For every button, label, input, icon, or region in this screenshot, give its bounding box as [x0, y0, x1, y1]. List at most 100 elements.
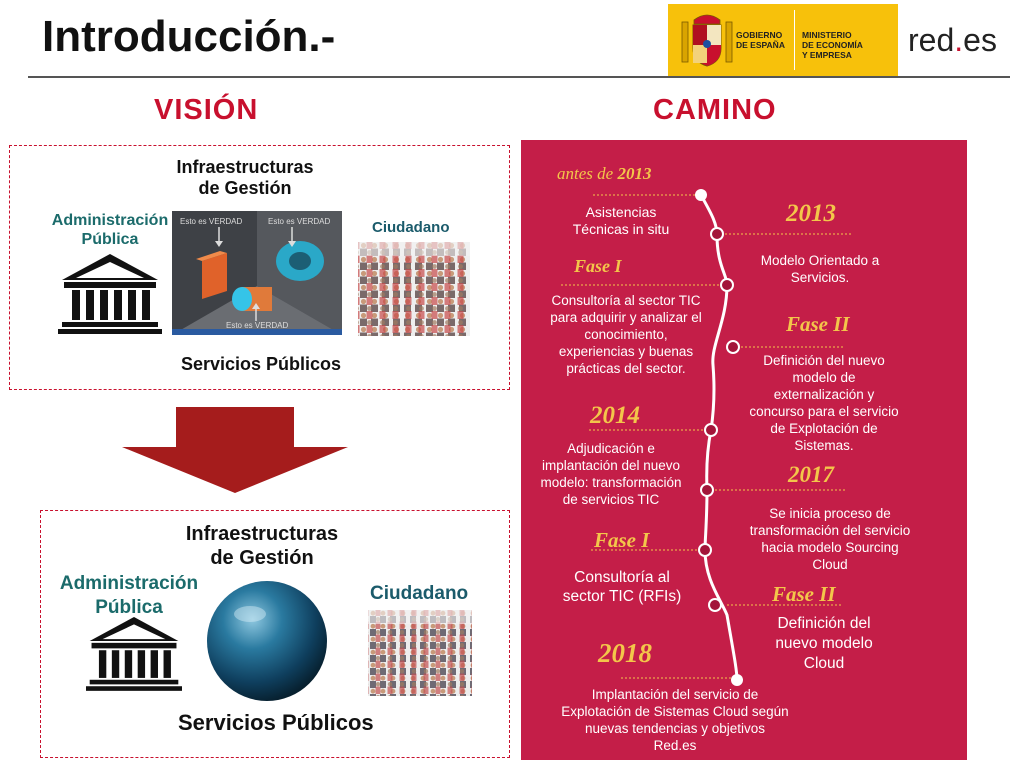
government-building-icon	[86, 617, 182, 691]
camino-timeline-panel	[521, 140, 967, 760]
timeline-label-2014: 2014	[590, 402, 640, 429]
timeline-label-fase2-b: Fase II	[772, 582, 836, 606]
timeline-line: Definición del nuevo	[763, 353, 885, 368]
timeline-line: Adjudicación e	[567, 441, 655, 456]
verdad-label-3: Esto es VERDAD	[226, 321, 289, 330]
cloud-sphere-image	[207, 581, 327, 701]
timeline-line: transformación del servicio	[749, 523, 911, 538]
timeline-line: Consultoría al	[574, 569, 670, 586]
slide-title: Introducción.-	[42, 12, 336, 61]
timeline-item-2017: Se inicia proceso de transformación del …	[730, 505, 930, 573]
redes-suffix: es	[963, 22, 997, 58]
timeline-line: Asistencias	[585, 204, 657, 220]
timeline-line: concurso para el servicio	[749, 404, 899, 419]
infra-line-2: de Gestión	[198, 178, 292, 198]
ministerio-line-3: Y EMPRESA	[802, 50, 852, 60]
infra-line-1: Infraestructuras	[176, 157, 314, 177]
timeline-item-2013: Modelo Orientado a Servicios.	[730, 252, 910, 286]
verdad-label-2: Esto es VERDAD	[268, 217, 331, 226]
ministerio-line-2: DE ECONOMÍA	[802, 40, 863, 50]
timeline-line: de servicios TIC	[562, 492, 660, 507]
coat-of-arms-icon	[681, 14, 733, 67]
illusion-illustration	[172, 211, 342, 335]
redes-prefix: red	[908, 22, 955, 58]
timeline-label-fase1-a: Fase I	[574, 256, 622, 276]
timeline-line: Red.es	[653, 738, 697, 753]
infra-label-top: Infraestructuras de Gestión	[160, 157, 330, 199]
timeline-item-fase2-a: Definición del nuevo modelo de externali…	[730, 352, 918, 454]
vision-future-box	[40, 510, 510, 758]
header-divider	[28, 76, 1010, 78]
gobierno-text: GOBIERNO DE ESPAÑA	[736, 30, 796, 50]
timeline-line: Técnicas in situ	[572, 221, 670, 237]
camino-heading: CAMINO	[653, 94, 777, 126]
admin-line-2: Pública	[81, 231, 139, 248]
timeline-item-asistencias: Asistencias Técnicas in situ	[548, 204, 694, 238]
timeline-line: implantación del nuevo	[541, 458, 681, 473]
gobierno-espana-logo: GOBIERNO DE ESPAÑA MINISTERIO DE ECONOMÍ…	[668, 4, 898, 76]
gobierno-line-2: DE ESPAÑA	[736, 40, 785, 50]
timeline-line: Se inicia proceso de	[769, 506, 891, 521]
redes-logo: red.es	[908, 22, 997, 59]
timeline-line: Consultoría al sector TIC	[551, 293, 701, 308]
admin-label-top: Administración Pública	[30, 211, 190, 249]
timeline-line: nuevas tendencias y objetivos	[584, 721, 766, 736]
antes-de-text: antes de	[557, 164, 614, 183]
ministerio-line-1: MINISTERIO	[802, 30, 852, 40]
timeline-item-fase1-a: Consultoría al sector TIC para adquirir …	[528, 292, 724, 377]
crowd-image-bottom	[368, 610, 472, 696]
timeline-line: externalización y	[773, 387, 875, 402]
ciudadano-label-bottom: Ciudadano	[370, 583, 469, 604]
timeline-line: conocimiento,	[584, 327, 668, 342]
government-building-icon	[58, 254, 162, 334]
timeline-label-2013: 2013	[786, 200, 836, 227]
infra-line-1: Infraestructuras	[185, 523, 339, 545]
timeline-line: prácticas del sector.	[566, 361, 686, 376]
timeline-item-fase2-b: Definición del nuevo modelo Cloud	[750, 614, 898, 674]
ciudadano-label-top: Ciudadano	[372, 219, 450, 236]
timeline-line: hacia modelo Sourcing	[761, 540, 899, 555]
timeline-label-fase2-a: Fase II	[786, 312, 850, 336]
ministerio-text: MINISTERIO DE ECONOMÍA Y EMPRESA	[802, 30, 894, 60]
antes-de-year: 2013	[617, 164, 652, 183]
crowd-image-top	[358, 242, 470, 336]
timeline-line: modelo de	[792, 370, 856, 385]
admin-line-1: Administración	[51, 212, 169, 229]
admin-line-2: Pública	[95, 597, 163, 618]
perspective-illusion-image: Esto es VERDAD Esto es VERDAD Esto es VE…	[172, 211, 342, 335]
timeline-line: Cloud	[803, 655, 845, 672]
timeline-line: de Explotación de	[770, 421, 878, 436]
servicios-label-bottom: Servicios Públicos	[178, 710, 374, 735]
infra-line-2: de Gestión	[210, 547, 314, 569]
timeline-line: sector TIC (RFIs)	[562, 588, 682, 605]
timeline-line: Cloud	[812, 557, 848, 572]
servicios-label-top: Servicios Públicos	[181, 354, 342, 374]
timeline-line: Servicios.	[790, 270, 850, 285]
timeline-curve	[561, 189, 851, 686]
vision-heading: VISIÓN	[154, 94, 259, 126]
redes-dot: .	[954, 22, 964, 58]
timeline-line: para adquirir y analizar el	[550, 310, 702, 325]
logo-separator	[794, 10, 795, 70]
admin-label-bottom: Administración Pública	[44, 572, 214, 620]
gobierno-line-1: GOBIERNO	[736, 30, 783, 40]
timeline-label-fase1-b: Fase I	[594, 528, 650, 552]
transition-arrow-icon	[122, 407, 348, 493]
timeline-label-2017: 2017	[788, 462, 834, 487]
timeline-line: Explotación de Sistemas Cloud según	[561, 704, 789, 719]
timeline-line: Sistemas.	[794, 438, 854, 453]
admin-line-1: Administración	[59, 573, 199, 594]
timeline-line: nuevo modelo	[775, 635, 873, 652]
timeline-label-2018: 2018	[598, 638, 652, 668]
timeline-item-2018: Implantación del servicio de Explotación…	[530, 686, 820, 754]
vision-current-box	[9, 145, 510, 390]
timeline-line: modelo: transformación	[540, 475, 682, 490]
timeline-item-2014: Adjudicación e implantación del nuevo mo…	[524, 440, 698, 508]
timeline-item-fase1-b: Consultoría al sector TIC (RFIs)	[536, 568, 708, 606]
timeline-line: experiencias y buenas	[558, 344, 694, 359]
timeline-line: Implantación del servicio de	[591, 687, 759, 702]
timeline-line: Definición del	[777, 615, 871, 632]
infra-label-bottom: Infraestructuras de Gestión	[172, 522, 352, 570]
timeline-start-label: antes de 2013	[557, 164, 651, 184]
timeline-line: Modelo Orientado a	[760, 253, 880, 268]
